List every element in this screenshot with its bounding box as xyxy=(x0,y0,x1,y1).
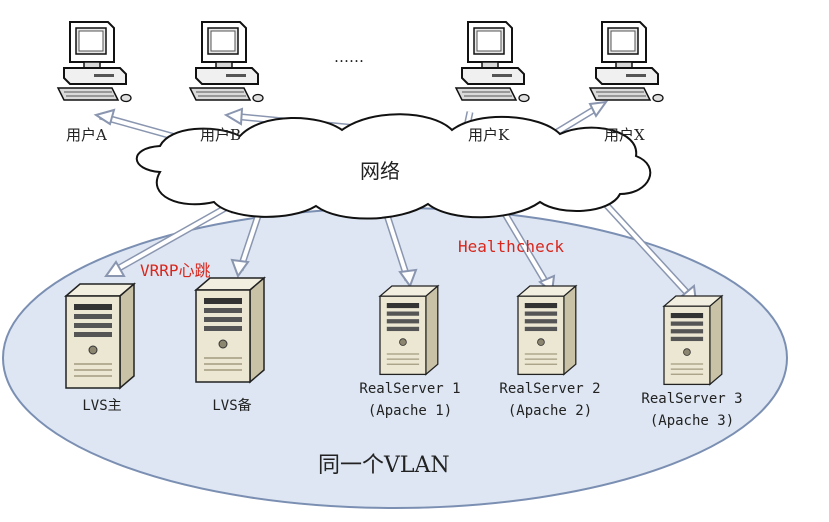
lvs-backup-label: LVS备 xyxy=(212,397,251,414)
realserver-1-icon xyxy=(379,285,439,376)
network-cloud: 网络 xyxy=(135,113,652,220)
realserver-2-icon xyxy=(517,285,577,376)
network-label: 网络 xyxy=(360,159,400,183)
user-b-computer-icon xyxy=(189,21,264,103)
realserver-3-sub: (Apache 3) xyxy=(650,413,734,429)
realserver-3-label: RealServer 3 xyxy=(641,391,742,407)
arrow-rs1-network xyxy=(382,210,418,289)
healthcheck-annotation: Healthcheck xyxy=(458,237,564,256)
lvs-main-server-icon xyxy=(65,283,135,389)
user-k-computer-icon xyxy=(455,21,530,103)
user-b-label: 用户B xyxy=(200,126,241,144)
realserver-3-icon xyxy=(663,295,723,386)
realserver-2-sub: (Apache 2) xyxy=(508,403,592,419)
user-x-label: 用户X xyxy=(604,126,645,144)
user-k-label: 用户K xyxy=(468,126,510,144)
vrrp-annotation: VRRP心跳 xyxy=(140,261,211,280)
realserver-2-label: RealServer 2 xyxy=(499,381,600,397)
lvs-main-label: LVS主 xyxy=(82,398,121,414)
realserver-1-label: RealServer 1 xyxy=(359,381,460,397)
realserver-1-sub: (Apache 1) xyxy=(368,403,452,419)
user-a-label: 用户A xyxy=(66,126,107,144)
user-a-computer-icon xyxy=(57,21,132,103)
vlan-label: 同一个VLAN xyxy=(318,453,450,478)
more-users-ellipsis: …… xyxy=(334,48,364,66)
lvs-backup-server-icon xyxy=(195,277,265,383)
user-x-computer-icon xyxy=(589,21,664,103)
